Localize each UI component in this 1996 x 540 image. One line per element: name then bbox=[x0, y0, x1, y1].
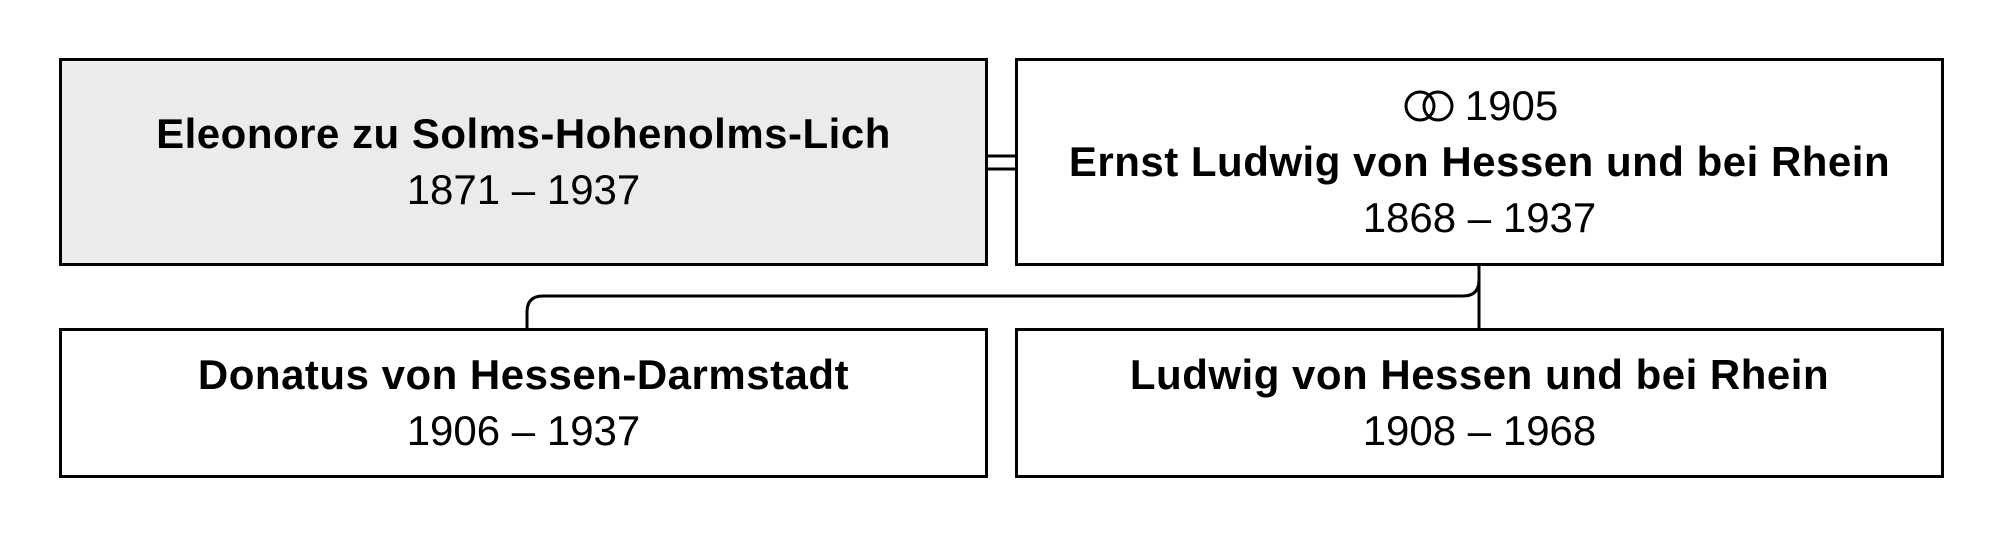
descent-line-donatus bbox=[525, 266, 1481, 328]
person-name: Ernst Ludwig von Hessen und bei Rhein bbox=[1068, 138, 1891, 185]
person-card-ernst-ludwig[interactable]: 1905 Ernst Ludwig von Hessen und bei Rhe… bbox=[1015, 58, 1944, 266]
person-name: Donatus von Hessen-Darmstadt bbox=[197, 351, 850, 398]
person-dates: 1908 – 1968 bbox=[1362, 407, 1597, 454]
person-card-eleonore[interactable]: Eleonore zu Solms-Hohenolms-Lich 1871 – … bbox=[59, 58, 988, 266]
person-dates: 1871 – 1937 bbox=[406, 166, 641, 213]
marriage-year: 1905 bbox=[1464, 82, 1559, 129]
wedding-rings-icon bbox=[1404, 90, 1454, 122]
person-card-donatus[interactable]: Donatus von Hessen-Darmstadt 1906 – 1937 bbox=[59, 328, 988, 478]
person-card-ludwig[interactable]: Ludwig von Hessen und bei Rhein 1908 – 1… bbox=[1015, 328, 1944, 478]
person-dates: 1906 – 1937 bbox=[406, 407, 641, 454]
person-dates: 1868 – 1937 bbox=[1362, 194, 1597, 241]
person-name: Ludwig von Hessen und bei Rhein bbox=[1129, 351, 1830, 398]
marriage-info: 1905 bbox=[1401, 78, 1558, 134]
person-name: Eleonore zu Solms-Hohenolms-Lich bbox=[156, 110, 891, 157]
